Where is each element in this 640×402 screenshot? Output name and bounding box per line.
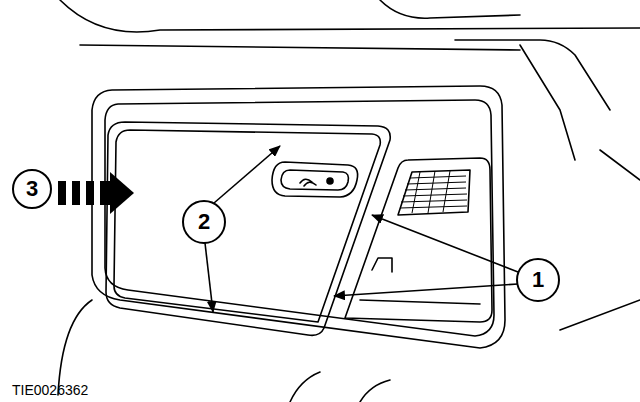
figure-code: TIE0026362 — [12, 383, 88, 397]
callout-number: 3 — [26, 178, 38, 200]
callout-number: 1 — [532, 269, 544, 291]
callout-number: 2 — [198, 211, 210, 233]
